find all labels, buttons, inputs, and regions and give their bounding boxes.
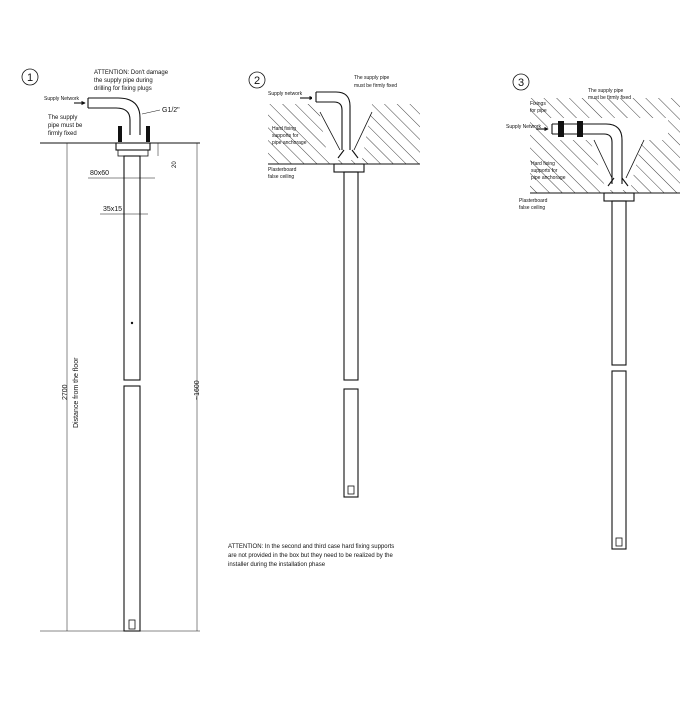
floor-distance-label: Distance from the floor <box>73 357 80 428</box>
dim-height-label: 20 <box>172 161 178 168</box>
ceiling-line-1: Plasterboard <box>519 198 548 204</box>
supply-network-label: Supply Network <box>44 96 80 102</box>
supports-line-2: supports for <box>272 133 299 139</box>
supply-network-label: Supply Network <box>506 124 542 130</box>
thread-label: G1/2" <box>162 107 180 114</box>
attention-note: ATTENTION: In the second and third case … <box>228 544 394 568</box>
attention-line-2: the supply pipe during <box>94 78 153 84</box>
ceiling-opening <box>590 140 642 190</box>
step-circle-1 <box>21 68 39 86</box>
support-clips <box>607 177 629 187</box>
plug-right <box>146 126 150 142</box>
support-left <box>319 111 341 151</box>
thread-leader <box>141 109 161 115</box>
shower-bar-lower <box>611 370 627 550</box>
support-clips <box>337 149 359 159</box>
supports-line-3: pipe anchorage <box>272 140 307 146</box>
note-line-2: are not provided in the box but they nee… <box>228 553 393 559</box>
ceiling-line-1: Plasterboard <box>268 167 297 173</box>
supports-line-2: supports for <box>531 168 558 174</box>
attention-line-1: ATTENTION: Don't damage <box>94 70 169 76</box>
fixings-line-2: for pipe <box>530 108 547 114</box>
shower-bar-lower <box>123 385 141 632</box>
bar-end-cap <box>128 619 136 630</box>
supply-network-label: Supply network <box>268 91 303 97</box>
base-plate <box>115 142 151 151</box>
supply-pipe-outer <box>552 123 623 184</box>
bar-end-cap <box>347 485 355 495</box>
pipe-fixing-1 <box>558 121 564 137</box>
plug-left <box>118 126 122 142</box>
pipe-fixing-2 <box>577 121 583 137</box>
base-plate-lower <box>117 149 149 157</box>
supply-pipe-inner <box>552 133 613 184</box>
base-plate <box>603 192 635 202</box>
supply-pipe-outer <box>88 97 141 135</box>
base-plate <box>333 163 365 173</box>
note-line-3: installer during the installation phase <box>228 562 326 568</box>
dim-base-label: 80x60 <box>90 170 109 177</box>
support-left <box>593 139 613 179</box>
ceiling-line-2: false ceiling <box>519 205 545 211</box>
pipe-mask <box>312 93 342 101</box>
supports-line-3: pipe anchorage <box>531 175 566 181</box>
pipe-fixed-line-1: The supply <box>48 115 77 121</box>
supply-pipe-inner <box>88 107 131 135</box>
pipe-fixed-line-2: must be firmly fixed <box>354 83 397 89</box>
supports-line-1: Hard fixing <box>272 126 296 132</box>
ceiling-cavity <box>548 118 668 140</box>
support-right <box>353 111 373 151</box>
supports-line-1: Hard fixing <box>531 161 555 167</box>
dim-floor-label: 2700 <box>62 384 69 400</box>
step-number-2: 2 <box>254 75 260 87</box>
fixings-line-1: Fixings <box>530 101 546 107</box>
diagram-3: 3 The supply pipe must be firmly fixed F… <box>506 73 680 550</box>
supply-pipe-outer <box>316 91 351 150</box>
dim-length-label: ~1600 <box>194 380 201 400</box>
step-circle-3 <box>512 73 530 91</box>
attention-line-3: drilling for fixing plugs <box>94 86 152 92</box>
ceiling-line-2: false ceiling <box>268 174 294 180</box>
supply-pipe-inner <box>316 101 343 150</box>
shower-bar-upper <box>123 155 141 381</box>
step-number-1: 1 <box>27 72 33 84</box>
step-number-3: 3 <box>518 77 524 89</box>
shower-bar-lower <box>343 388 359 498</box>
step-circle-2 <box>248 71 266 89</box>
pipe-fixed-line-2: must be firmly fixed <box>588 95 631 101</box>
note-line-1: ATTENTION: In the second and third case … <box>228 544 394 550</box>
support-right <box>625 139 645 179</box>
pipe-fixed-line-2: pipe must be <box>48 123 83 129</box>
ceiling-opening <box>318 104 372 160</box>
pipe-fixed-line-1: The supply pipe <box>588 88 624 94</box>
bar-hole <box>130 321 134 325</box>
shower-bar-upper <box>611 200 627 366</box>
shower-bar-upper <box>343 171 359 381</box>
dim-section-label: 35x15 <box>103 206 122 213</box>
diagram-1: 1 ATTENTION: Don't damage the supply pip… <box>21 68 201 632</box>
bar-end-cap <box>615 537 623 547</box>
diagram-2: 2 The supply pipe must be firmly fixed S… <box>248 71 420 498</box>
pipe-fixed-line-3: firmly fixed <box>48 131 77 137</box>
pipe-fixed-line-1: The supply pipe <box>354 75 390 81</box>
